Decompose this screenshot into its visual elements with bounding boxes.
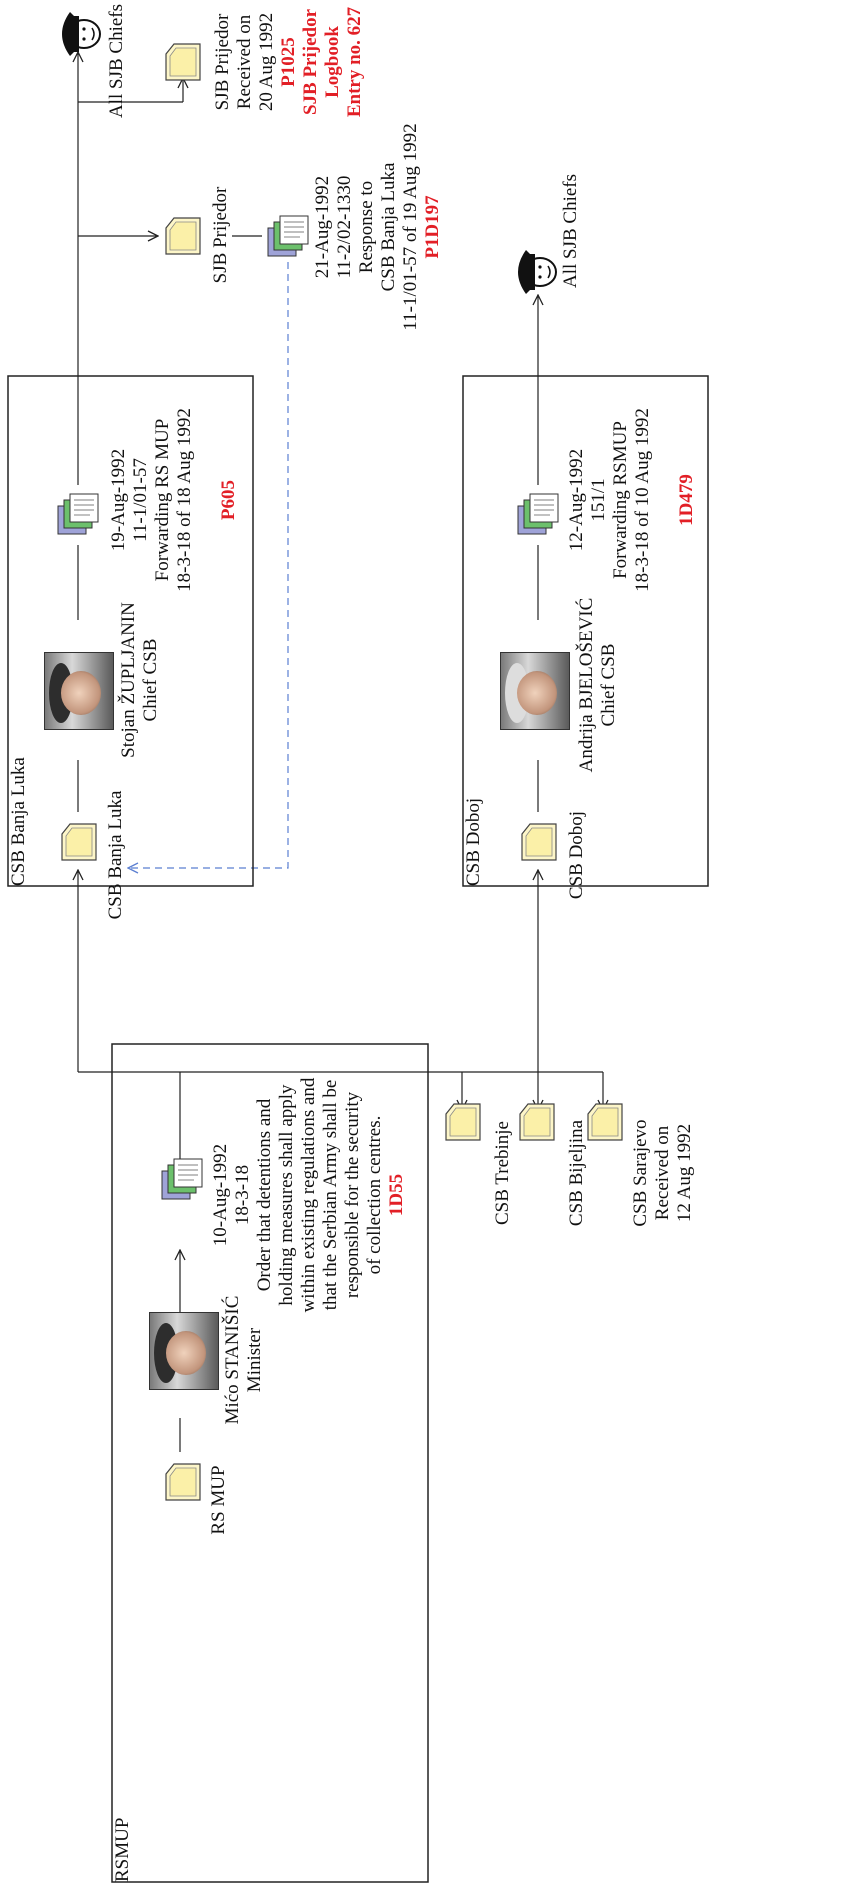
order-1d55-line-1: Order that detentions and: [254, 1098, 275, 1292]
bjelosevic-photo: [500, 652, 570, 730]
order-1d55-number: 18-3-18: [232, 1164, 253, 1226]
order-1d55-line-6: of collection centres.: [364, 1115, 385, 1275]
p1d197-line-2: CSB Banja Luka: [378, 162, 399, 292]
doboj-box-outline: [462, 375, 709, 887]
p1d197-document-icon: [267, 215, 309, 257]
zupljanin-name: Stojan ŽUPLJANIN: [118, 602, 139, 758]
sjb-prijedor-received-on: Received on: [234, 14, 255, 110]
csb-sarajevo-received: Received on: [652, 1125, 673, 1221]
csb-trebinje-folder-icon: [445, 1103, 481, 1141]
order-1d55-document-icon: [161, 1158, 203, 1200]
rsmup-box-outline: [111, 1043, 429, 1883]
all-sjb-chiefs-doboj-police-icon: [518, 250, 557, 294]
1d479-text: 12-Aug-1992 151/1 Forwarding RSMUP 18-3-…: [566, 380, 698, 620]
banja-luka-box-outline: [7, 375, 254, 887]
csb-sarajevo-date: 12 Aug 1992: [674, 1123, 695, 1223]
csb-bijeljina-folder-icon: [519, 1103, 555, 1141]
p605-line-1: Forwarding RS MUP: [152, 418, 173, 582]
1d479-document-icon: [517, 493, 559, 535]
sjb-prijedor-folder-icon: [165, 217, 201, 255]
p605-date: 19-Aug-1992: [108, 448, 129, 552]
rs-mup-label: RS MUP: [208, 1465, 229, 1535]
csb-doboj-box-label-text: CSB Doboj: [463, 797, 484, 886]
p605-line-2: 18-3-18 of 18 Aug 1992: [174, 408, 195, 592]
order-1d55-line-4: that the Serbian Army shall be: [320, 1079, 341, 1311]
1d479-ref: 1D479: [676, 474, 697, 526]
all-sjb-chiefs-bl-label: All SJB Chiefs: [106, 3, 127, 119]
zupljanin-caption: Stojan ŽUPLJANIN Chief CSB: [118, 600, 162, 760]
stanisic-photo: [149, 1312, 219, 1390]
order-1d55-ref: 1D55: [386, 1173, 407, 1217]
1d479-line-2: 18-3-18 of 10 Aug 1992: [632, 408, 653, 592]
p1d197-ref: P1D197: [422, 195, 443, 259]
p605-document-icon: [57, 493, 99, 535]
csb-banja-luka-folder-icon: [61, 823, 97, 861]
sjb-prijedor-received-name: SJB Prijedor: [212, 13, 233, 111]
order-1d55-line-3: within existing regulations and: [298, 1077, 319, 1313]
dashed-response-line: [128, 262, 289, 868]
p605-text: 19-Aug-1992 11-1/01-57 Forwarding RS MUP…: [108, 380, 240, 620]
order-1d55-line-2: holding measures shall apply: [276, 1084, 297, 1306]
rs-mup-folder-icon: [165, 1463, 201, 1501]
p1d197-number: 11-2/02-1330: [334, 175, 355, 279]
p605-number: 11-1/01-57: [130, 458, 151, 542]
sjb-prijedor-ref-p1025: P1025: [278, 37, 299, 87]
sjb-prijedor-label: SJB Prijedor: [210, 186, 231, 284]
all-sjb-chiefs-doboj-label: All SJB Chiefs: [560, 173, 581, 289]
p605-ref: P605: [218, 479, 239, 521]
1d479-line-1: Forwarding RSMUP: [610, 421, 631, 579]
p1d197-line-1: Response to: [356, 180, 377, 274]
1d479-number: 151/1: [588, 478, 609, 522]
csb-sarajevo-folder-icon: [587, 1103, 623, 1141]
csb-banja-luka-box-label-text: CSB Banja Luka: [8, 757, 29, 886]
p1d197-text: 21-Aug-1992 11-2/02-1330 Response to CSB…: [312, 102, 444, 352]
csb-doboj-label: CSB Doboj: [566, 810, 587, 900]
csb-banja-luka-label: CSB Banja Luka: [105, 790, 126, 920]
p1d197-line-3: 11-1/01-57 of 19 Aug 1992: [400, 123, 421, 331]
sjb-prijedor-received-folder-icon: [165, 43, 201, 81]
sjb-prijedor-received-date: 20 Aug 1992: [256, 12, 277, 112]
csb-doboj-folder-icon: [521, 823, 557, 861]
p1d197-date: 21-Aug-1992: [312, 175, 333, 279]
csb-sarajevo-name: CSB Sarajevo: [630, 1119, 651, 1227]
all-sjb-chiefs-bl-police-icon: [62, 12, 101, 56]
order-1d55-text: 10-Aug-1992 18-3-18 Order that detention…: [210, 1050, 408, 1340]
csb-sarajevo-label: CSB Sarajevo Received on 12 Aug 1992: [630, 1098, 696, 1248]
order-1d55-line-5: responsible for the security: [342, 1091, 363, 1299]
order-1d55-date: 10-Aug-1992: [210, 1143, 231, 1247]
1d479-date: 12-Aug-1992: [566, 448, 587, 552]
zupljanin-photo: [44, 652, 114, 730]
rsmup-box-label-text: RSMUP: [112, 1817, 133, 1882]
zupljanin-title: Chief CSB: [140, 638, 161, 722]
csb-trebinje-label: CSB Trebinje: [492, 1121, 513, 1226]
